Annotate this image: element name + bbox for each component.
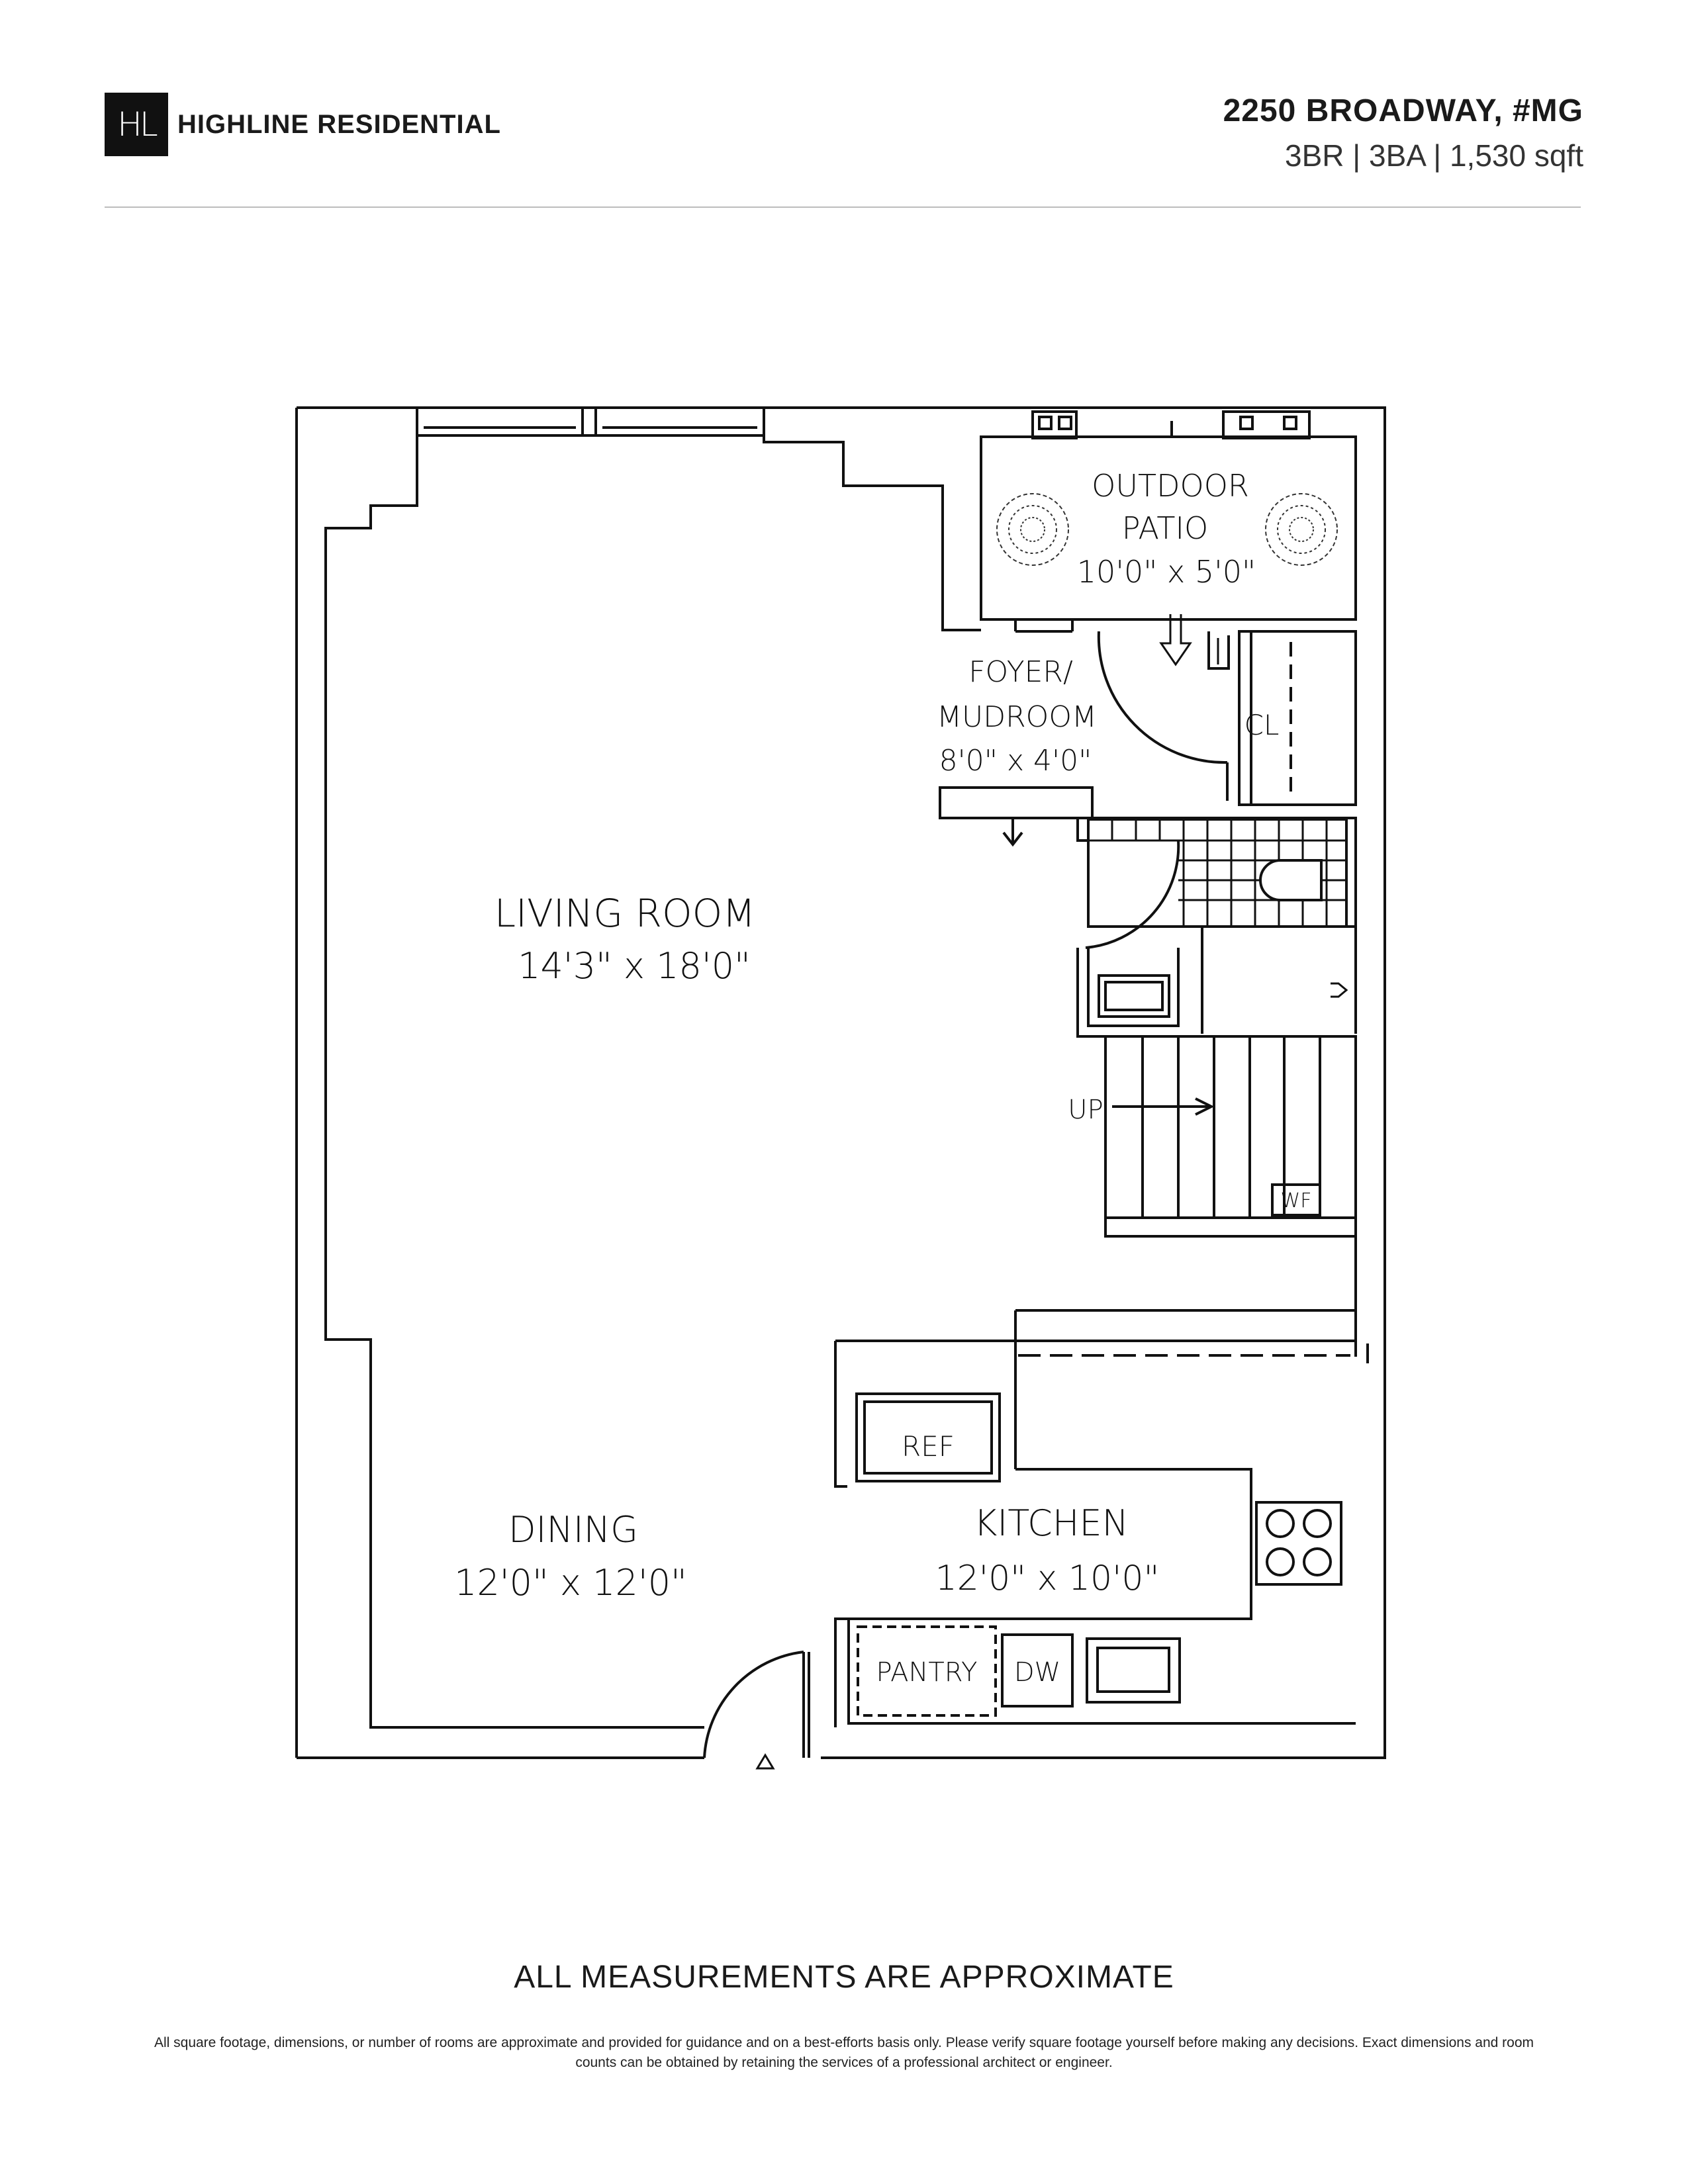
- stairs-up-label: UP: [1068, 1095, 1103, 1125]
- pantry: [857, 1625, 997, 1717]
- dishwasher: [1001, 1633, 1074, 1707]
- plant-right: [1265, 493, 1338, 566]
- closet-outline: [1238, 630, 1357, 806]
- brand-name: HIGHLINE RESIDENTIAL: [177, 110, 501, 139]
- foyer-label-2: MUDROOM: [937, 700, 1097, 734]
- foyer-label-1: FOYER/: [968, 655, 1073, 689]
- plant-left: [996, 493, 1069, 566]
- living-room-dimensions: 14'3" x 18'0": [518, 945, 751, 987]
- front-window: [416, 406, 765, 437]
- listing-specs: 3BR | 3BA | 1,530 sqft: [1285, 138, 1583, 173]
- logo-text: HL: [117, 105, 158, 144]
- disclaimer-text: All square footage, dimensions, or numbe…: [154, 2035, 1534, 2070]
- closet-label: CL: [1244, 709, 1280, 741]
- refrigerator: [855, 1392, 1001, 1482]
- living-room-label: LIVING ROOM: [494, 891, 756, 936]
- kitchen-label: KITCHEN: [974, 1502, 1129, 1544]
- ref-label: REF: [902, 1430, 955, 1463]
- toilet: [1259, 859, 1323, 901]
- outer-wall: [297, 406, 1386, 1759]
- bath-sink: [1098, 974, 1170, 1018]
- dining-dimensions: 12'0" x 12'0": [454, 1562, 687, 1604]
- living-inner-wall: [324, 424, 704, 1729]
- wf-box: [1271, 1183, 1321, 1216]
- kitchen-dimensions: 12'0" x 10'0": [935, 1559, 1160, 1598]
- pantry-label: PANTRY: [876, 1657, 978, 1688]
- wf-label: WF: [1281, 1189, 1312, 1212]
- patio-label-2: PATIO: [1122, 510, 1209, 546]
- cooktop: [1255, 1501, 1342, 1586]
- dw-label: DW: [1014, 1657, 1060, 1688]
- brand-logo: HL: [105, 93, 168, 156]
- measurement-notice: ALL MEASUREMENTS ARE APPROXIMATE: [514, 1960, 1174, 1995]
- patio-dimensions: 10'0" x 5'0": [1077, 554, 1256, 590]
- kitchen-sink: [1086, 1637, 1181, 1704]
- patio-enclosure: [980, 435, 1357, 621]
- header-divider: [105, 206, 1581, 208]
- dining-label: DINING: [508, 1509, 638, 1551]
- listing-address: 2250 BROADWAY, #MG: [1223, 93, 1583, 128]
- foyer-dimensions: 8'0" x 4'0": [939, 744, 1092, 778]
- patio-label-1: OUTDOOR: [1092, 468, 1249, 504]
